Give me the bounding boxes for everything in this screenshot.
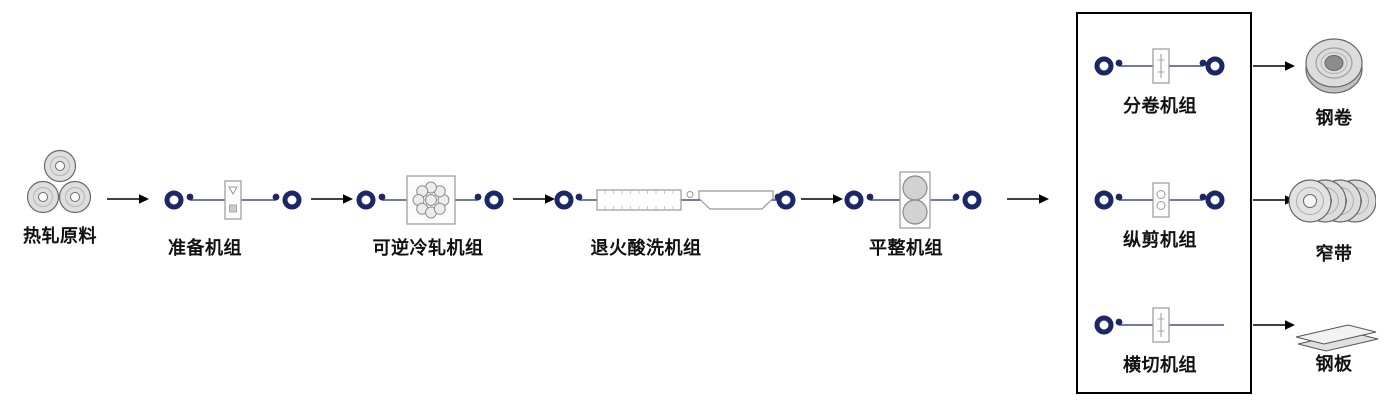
finishing-label-slitting: 纵剪机组	[1123, 230, 1197, 250]
finishing-units-box: 分卷机组 纵剪机组 横切机组	[1076, 12, 1252, 394]
stage-label-cold-mill: 可逆冷轧机组	[372, 238, 484, 258]
finishing-label-recoiling: 分卷机组	[1123, 96, 1197, 116]
tension-reel-icon	[1208, 59, 1222, 73]
payoff-reel-icon	[167, 193, 181, 207]
input-material-label: 热轧原料	[23, 226, 97, 246]
slitter-knife-icon	[1156, 201, 1166, 210]
output-label-plate: 钢板	[1315, 354, 1353, 374]
output-arrow-plate	[1252, 319, 1296, 331]
stage-label-prep: 准备机组	[168, 238, 242, 258]
work-roll-icon	[902, 199, 928, 225]
finishing-label-cross-cutting: 横切机组	[1123, 355, 1197, 375]
output-label-coil: 钢卷	[1315, 108, 1353, 128]
output-arrow-coil	[1252, 60, 1296, 72]
work-roll-icon	[902, 175, 928, 201]
tension-reel-icon	[965, 193, 979, 207]
tension-reel-icon	[779, 193, 793, 207]
stage-label-temper-mill: 平整机组	[869, 238, 943, 258]
prep-unit-schematic	[163, 180, 303, 220]
slitter-knife-icon	[1156, 190, 1166, 199]
payoff-reel-icon	[359, 193, 373, 207]
machine-box	[1152, 182, 1170, 218]
recoiling-unit-schematic	[1094, 48, 1226, 84]
annealing-pickling-schematic	[553, 189, 797, 211]
output-label-strip: 窄带	[1315, 244, 1353, 264]
stage-label-annealing-pickling: 退火酸洗机组	[590, 238, 702, 258]
steel-plates-icon	[1295, 324, 1379, 352]
payoff-reel-icon	[847, 193, 861, 207]
tension-reel-icon	[1208, 193, 1222, 207]
pickling-tank-icon	[698, 190, 774, 210]
flow-arrow-3	[512, 193, 556, 205]
flow-arrow-4	[800, 193, 844, 205]
flow-arrow-1	[106, 193, 150, 205]
hot-rolled-coils-icon	[26, 149, 92, 214]
slitting-unit-schematic	[1094, 182, 1226, 218]
flow-arrow-5	[1006, 193, 1050, 205]
machine-box	[224, 180, 242, 220]
payoff-reel-icon	[1097, 193, 1111, 207]
payoff-reel-icon	[557, 193, 571, 207]
flow-arrow-2	[310, 193, 354, 205]
cross-cutting-unit-schematic	[1094, 307, 1224, 343]
tension-reel-icon	[285, 193, 299, 207]
temper-mill-schematic	[843, 171, 983, 229]
narrow-strip-coils-icon	[1288, 179, 1376, 223]
steel-coil-icon	[1305, 38, 1363, 94]
payoff-reel-icon	[1097, 318, 1111, 332]
tension-reel-icon	[487, 193, 501, 207]
payoff-reel-icon	[1097, 59, 1111, 73]
cluster-rolls-icon	[412, 181, 450, 219]
reversible-cold-mill-schematic	[355, 175, 505, 225]
